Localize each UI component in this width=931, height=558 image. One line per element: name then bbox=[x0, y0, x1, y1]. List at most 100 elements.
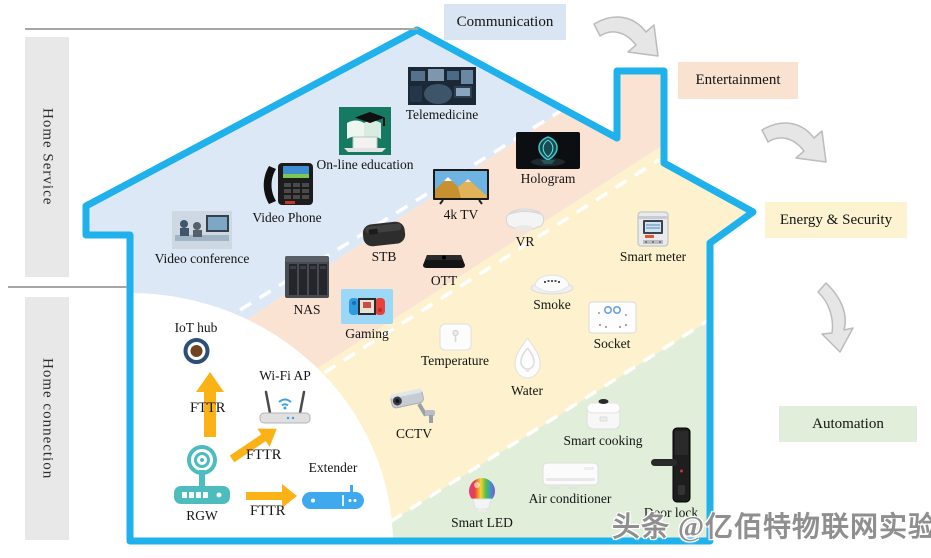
network-rgw: RGW bbox=[170, 444, 234, 524]
gaming-console-icon bbox=[341, 289, 393, 324]
device-telemedicine: Telemedicine bbox=[398, 67, 486, 123]
device-temperature: Temperature bbox=[413, 323, 497, 369]
video-phone-label: Video Phone bbox=[252, 210, 322, 225]
house-outline bbox=[82, 26, 757, 545]
video-phone-icon bbox=[263, 163, 313, 205]
device-smoke: Smoke bbox=[526, 271, 578, 313]
energy-security-label: Energy & Security bbox=[779, 211, 893, 228]
smart-meter-icon bbox=[637, 211, 669, 247]
sidebar-home-service: Home Service bbox=[25, 37, 69, 277]
device-ott: OTT bbox=[420, 247, 468, 289]
automation-label: Automation bbox=[812, 415, 884, 432]
flow-arrow-2-icon bbox=[761, 122, 827, 163]
device-gaming: Gaming bbox=[341, 289, 393, 342]
ott-label: OTT bbox=[430, 273, 458, 288]
vr-label: VR bbox=[515, 234, 535, 249]
rgw-label: RGW bbox=[186, 508, 218, 523]
telemedicine-label: Telemedicine bbox=[405, 107, 479, 122]
band-separator-2 bbox=[304, 158, 660, 387]
middle-divider-line bbox=[8, 286, 127, 288]
extender-icon bbox=[302, 484, 364, 509]
network-iot-hub: IoT hub bbox=[164, 320, 228, 364]
device-cctv: CCTV bbox=[388, 386, 440, 442]
video-conference-icon bbox=[172, 211, 232, 249]
device-smart-meter: Smart meter bbox=[619, 211, 687, 265]
device-video-phone: Video Phone bbox=[243, 160, 331, 226]
fttr-arrow-diagonal-icon bbox=[229, 428, 277, 463]
fttr-label-3: FTTR bbox=[250, 503, 286, 519]
device-4k-tv: 4k TV bbox=[430, 169, 492, 223]
telemedicine-icon bbox=[408, 67, 476, 105]
smoke-label: Smoke bbox=[533, 297, 571, 312]
smoke-detector-icon bbox=[530, 274, 574, 295]
device-video-conference: Video conference bbox=[148, 211, 256, 267]
flow-arrow-3-icon bbox=[817, 282, 854, 353]
device-smart-cooking: Smart cooking bbox=[557, 397, 649, 449]
fttr-arrow-up-icon bbox=[196, 372, 224, 437]
nas-label: NAS bbox=[293, 302, 321, 317]
water-label: Water bbox=[511, 383, 543, 398]
device-air-conditioner: Air conditioner bbox=[522, 462, 618, 507]
fttr-arrows bbox=[196, 372, 297, 508]
temperature-sensor-icon bbox=[439, 323, 471, 351]
home-service-label: Home Service bbox=[39, 108, 56, 206]
tv-4k-label: 4k TV bbox=[443, 207, 479, 222]
fttr-label-1: FTTR bbox=[190, 400, 226, 416]
energy-band bbox=[86, 30, 753, 541]
smart-cooking-icon bbox=[586, 399, 620, 430]
cctv-camera-icon bbox=[390, 388, 435, 423]
video-conference-label: Video conference bbox=[154, 251, 250, 266]
band-separator-3 bbox=[351, 316, 713, 541]
device-vr: VR bbox=[496, 206, 554, 250]
device-hologram: Hologram bbox=[515, 132, 581, 187]
communication-label: Communication bbox=[456, 13, 554, 30]
cctv-label: CCTV bbox=[395, 426, 432, 441]
iot-hub-label: IoT hub bbox=[174, 320, 218, 335]
smart-led-icon bbox=[469, 478, 495, 512]
temperature-label: Temperature bbox=[420, 353, 489, 368]
device-socket: Socket bbox=[586, 301, 638, 352]
automation-box: Automation bbox=[779, 406, 917, 442]
nas-icon bbox=[285, 256, 329, 298]
device-smart-led: Smart LED bbox=[448, 477, 516, 531]
smart-led-label: Smart LED bbox=[451, 515, 513, 530]
fttr-arrow-right-icon bbox=[246, 484, 297, 508]
iot-hub-icon bbox=[183, 337, 209, 364]
online-education-label: On-line education bbox=[316, 157, 414, 172]
wifi-ap-label: Wi-Fi AP bbox=[259, 368, 311, 383]
ott-box-icon bbox=[423, 255, 465, 268]
air-conditioner-label: Air conditioner bbox=[528, 491, 612, 506]
stb-label: STB bbox=[371, 249, 397, 264]
smart-meter-label: Smart meter bbox=[619, 249, 687, 264]
watermark-text: 头条 @亿佰特物联网实验室 bbox=[612, 512, 931, 543]
device-water: Water bbox=[499, 336, 555, 399]
hologram-icon bbox=[516, 132, 580, 169]
device-stb: STB bbox=[360, 221, 408, 265]
energy-security-box: Energy & Security bbox=[765, 202, 907, 238]
stb-icon bbox=[362, 221, 406, 247]
fttr-label-2: FTTR bbox=[246, 447, 282, 463]
vr-headset-icon bbox=[505, 208, 545, 231]
door-lock-icon bbox=[651, 427, 691, 503]
network-extender: Extender bbox=[295, 460, 371, 510]
extender-label: Extender bbox=[308, 460, 358, 475]
socket-icon bbox=[588, 301, 636, 334]
device-nas: NAS bbox=[283, 254, 331, 318]
gaming-label: Gaming bbox=[345, 326, 389, 341]
entertainment-box: Entertainment bbox=[678, 62, 798, 99]
device-online-education: On-line education bbox=[315, 107, 415, 173]
automation-band bbox=[86, 200, 753, 541]
water-sensor-icon bbox=[513, 337, 541, 379]
flow-arrow-1-icon bbox=[593, 16, 659, 57]
home-connection-label: Home connection bbox=[39, 357, 56, 480]
device-door-lock: Door lock bbox=[640, 427, 702, 521]
air-conditioner-icon bbox=[542, 462, 598, 489]
smart-cooking-label: Smart cooking bbox=[563, 433, 643, 448]
sidebar-home-connection: Home connection bbox=[25, 297, 69, 540]
tv-4k-icon bbox=[433, 169, 489, 205]
online-education-icon bbox=[339, 107, 391, 155]
rgw-icon bbox=[174, 445, 230, 504]
top-divider-line bbox=[25, 28, 418, 30]
door-lock-label: Door lock bbox=[643, 505, 699, 520]
